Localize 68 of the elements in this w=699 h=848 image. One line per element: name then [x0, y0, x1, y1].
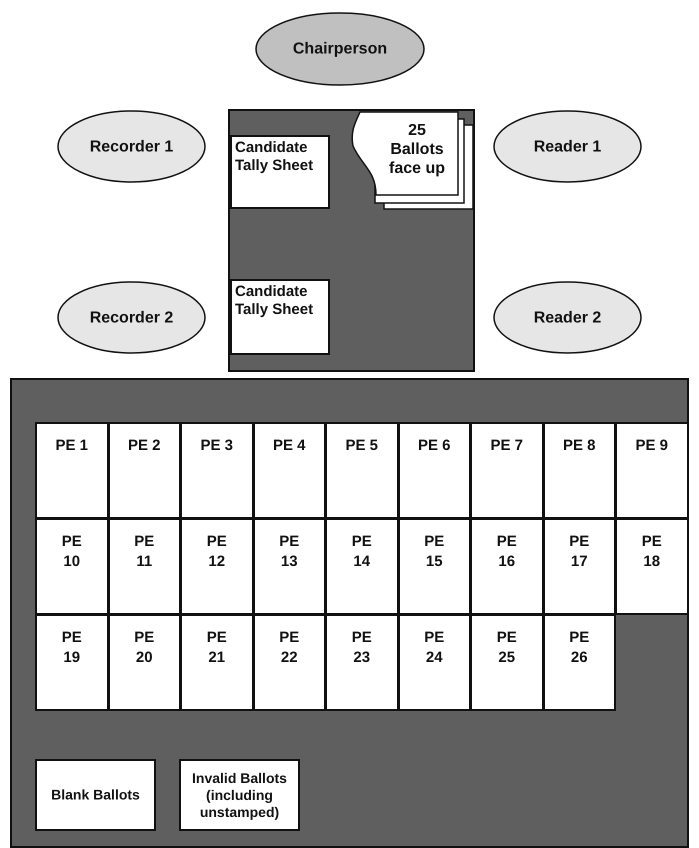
tally-sheet	[230, 279, 330, 355]
label-text: PE 14	[350, 532, 373, 572]
label-text: PE 18	[640, 532, 663, 572]
label-text: PE 23	[350, 628, 373, 668]
ballot-pile-area	[180, 518, 254, 615]
ballot-pile-area	[35, 422, 108, 519]
tally-sheet	[230, 135, 330, 209]
label-text: Invalid Ballots (including unstamped)	[191, 770, 288, 820]
label-text: PE 9	[635, 436, 668, 456]
ballot-pile-area	[252, 518, 326, 615]
ballot-pile-area	[180, 614, 254, 711]
ballot-pile-area	[542, 422, 616, 519]
ballot-tray	[179, 759, 300, 831]
label-text: PE 8	[562, 436, 596, 456]
ballot-pile-area	[615, 518, 688, 615]
label-text: PE 5	[345, 436, 378, 456]
ballot-pile-area	[252, 614, 326, 711]
ballot-pile-area	[108, 518, 181, 615]
ballot-pile-area	[35, 614, 108, 711]
label-text: PE 15	[423, 532, 446, 572]
label-text: PE 20	[133, 628, 156, 668]
ballot-pile-area	[542, 614, 616, 711]
label-text: PE 25	[496, 628, 518, 668]
label-text: PE 16	[496, 532, 518, 572]
label-text: PE 19	[60, 628, 83, 668]
label-text: PE 24	[423, 628, 446, 668]
label-text: PE 10	[60, 532, 83, 572]
label-text: PE 13	[278, 532, 300, 572]
ballot-pile-area	[470, 422, 544, 519]
ballot-pile-area	[180, 422, 254, 519]
label-text: PE 3	[200, 436, 234, 456]
label-text: Reader 2	[532, 308, 602, 328]
label-text: PE 11	[133, 532, 156, 572]
label-text: 25 Ballots face up	[388, 121, 446, 179]
ballot-pile-area	[252, 422, 326, 519]
label-text: PE 17	[568, 532, 590, 572]
label-text: PE 1	[55, 436, 88, 456]
label-text: Recorder 1	[88, 136, 174, 156]
ballot-pile-area	[398, 422, 471, 519]
ballot-pile-area	[35, 518, 108, 615]
ballot-pile-area	[325, 422, 398, 519]
ballot-pile-area	[108, 422, 181, 519]
label-text: PE 12	[206, 532, 228, 572]
label-text: PE 6	[418, 436, 451, 456]
label-text: PE 2	[128, 436, 161, 456]
label-text: Recorder 2	[88, 308, 174, 328]
table-top	[10, 378, 689, 848]
label-text: Candidate Tally Sheet	[235, 283, 314, 319]
label-text: PE 22	[278, 628, 300, 668]
ballot-pile-area	[470, 614, 544, 711]
ballot-pile-area	[542, 518, 616, 615]
table-top	[228, 109, 475, 372]
ballot-pile-area	[325, 614, 398, 711]
label-text: PE 4	[272, 436, 306, 456]
label-text: PE 7	[490, 436, 524, 456]
ballot-pile-area	[398, 518, 471, 615]
ballot-pile-area	[108, 614, 181, 711]
ballot-pile-area	[398, 614, 471, 711]
label-text: PE 26	[568, 628, 590, 668]
label-text: Chairperson	[292, 39, 388, 59]
label-text: Candidate Tally Sheet	[235, 139, 314, 175]
label-text: Reader 1	[532, 136, 602, 156]
ballot-pile-area	[615, 422, 688, 519]
label-text: PE 21	[206, 628, 228, 668]
label-text: Blank Ballots	[50, 786, 141, 804]
ballot-pile-area	[325, 518, 398, 615]
ballot-tray	[35, 759, 156, 831]
ballot-pile-area	[470, 518, 544, 615]
